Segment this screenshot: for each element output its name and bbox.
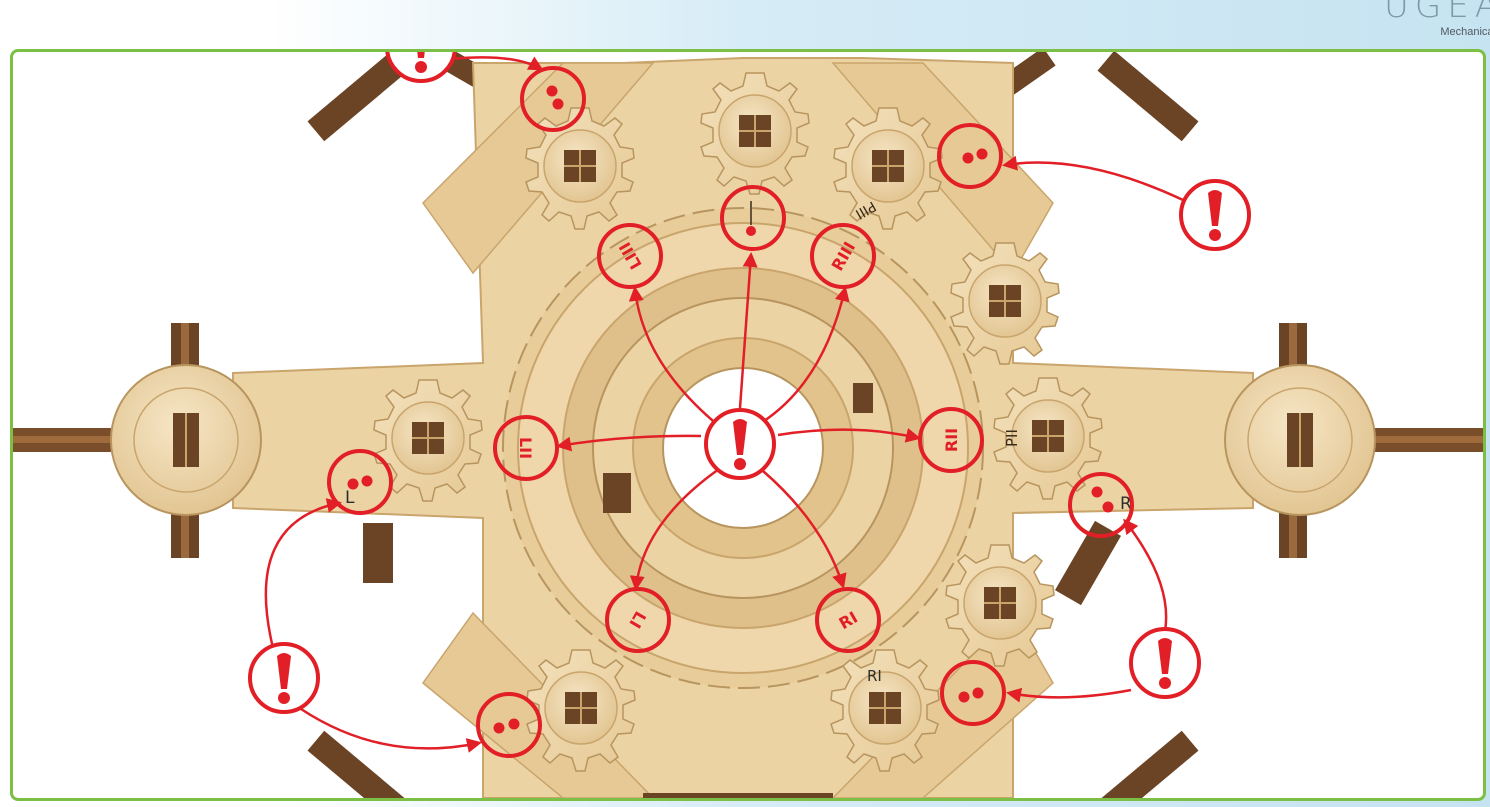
warning-top-right-icon xyxy=(1181,181,1249,249)
svg-text:LII: LII xyxy=(516,437,535,459)
brand-logo: UGEA xyxy=(1384,0,1490,26)
engraving-pii: PII xyxy=(1003,429,1021,447)
brand-header: UGEA Mechanical xyxy=(1370,0,1490,44)
warning-bottom-right-icon xyxy=(1131,629,1199,697)
engraving-ri: RI xyxy=(867,667,882,685)
right-hub xyxy=(1225,365,1375,515)
brand-tagline: Mechanical xyxy=(1440,26,1490,38)
svg-text:RII: RII xyxy=(942,428,961,452)
warning-bottom-left-icon xyxy=(250,644,318,712)
engraving-l: L xyxy=(345,488,355,508)
assembly-diagram: PIII PII L R RI LIII RIII LII RII xyxy=(13,52,1483,798)
left-hub xyxy=(111,365,261,515)
warning-center-icon xyxy=(706,410,774,478)
assembly-frame: PIII PII L R RI LIII RIII LII RII xyxy=(10,49,1486,801)
